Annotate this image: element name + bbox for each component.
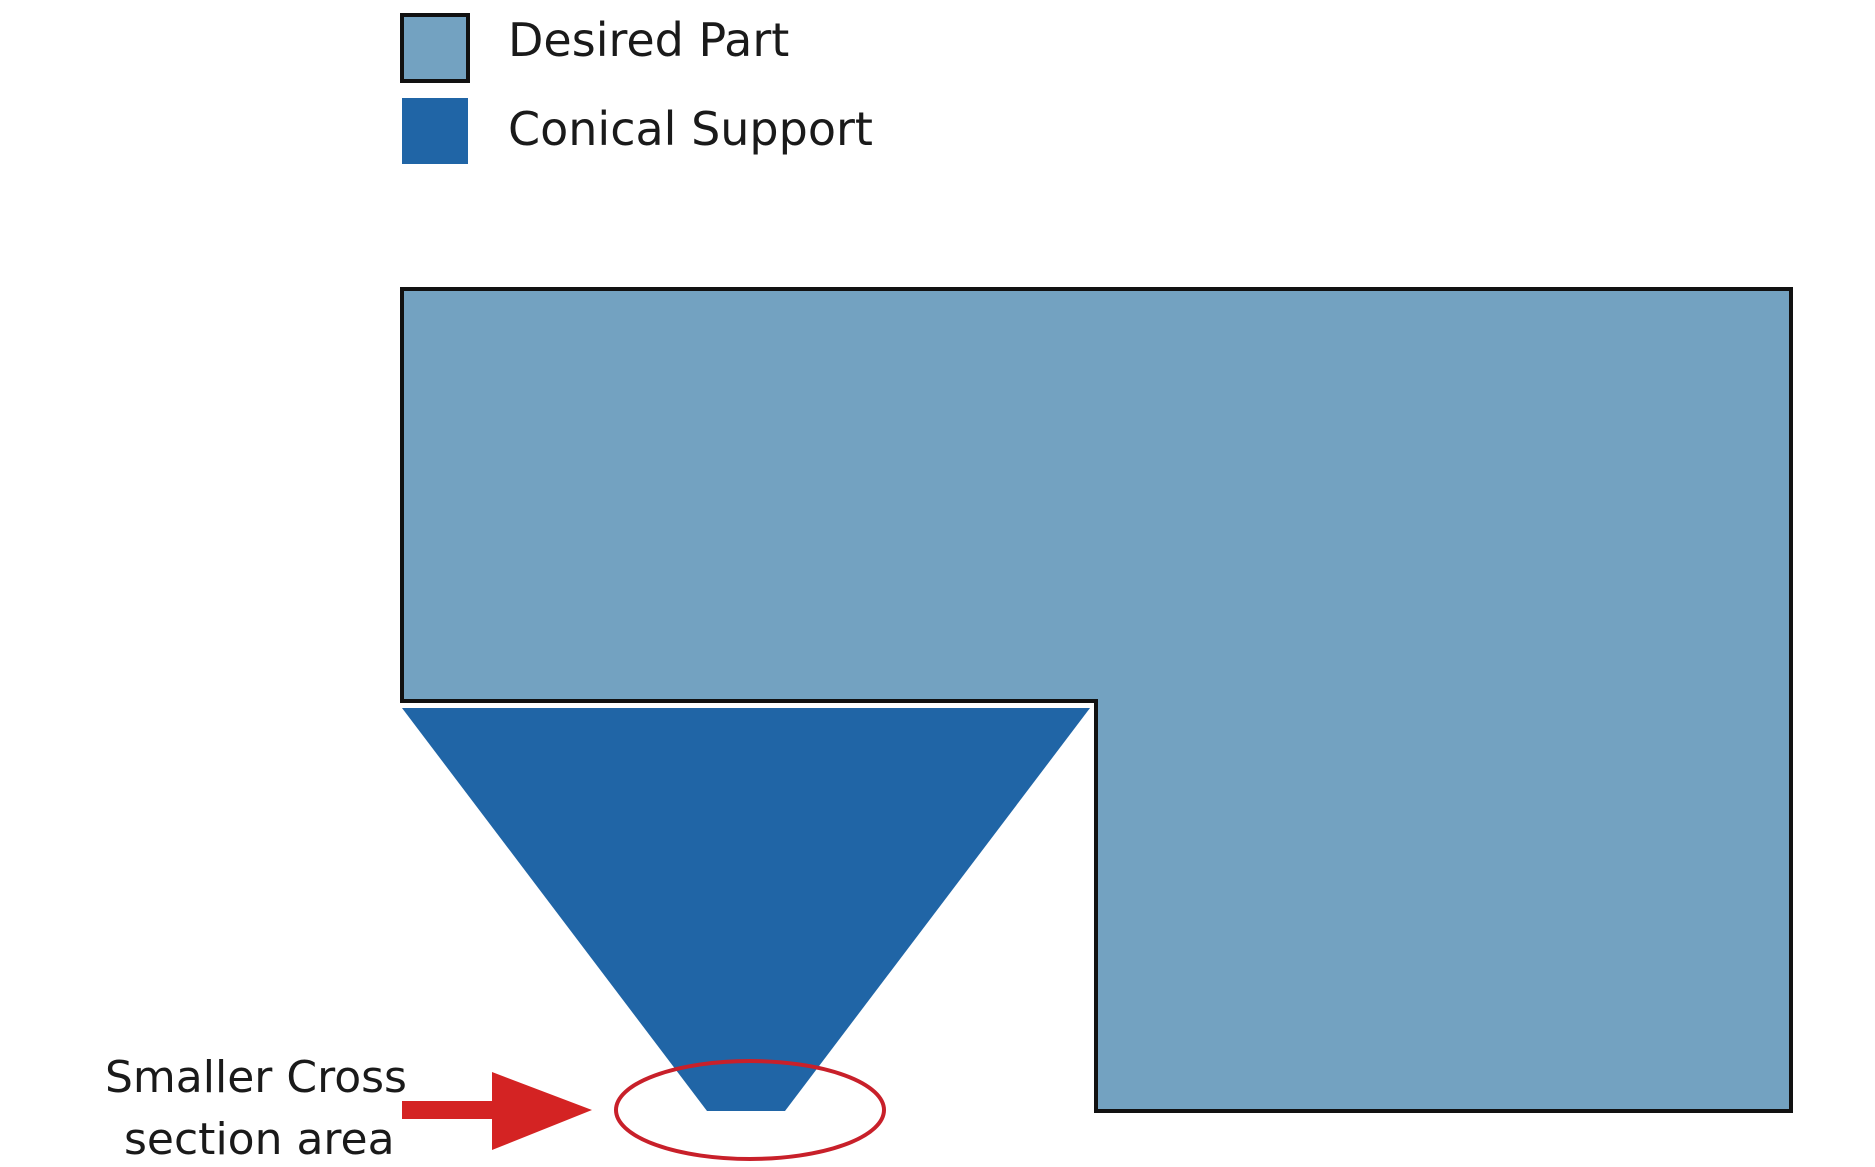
- arrow-shaft: [402, 1101, 512, 1119]
- legend-label-desired-part: Desired Part: [508, 13, 789, 67]
- conical-support-shape: [402, 708, 1090, 1111]
- legend-swatch-conical-support: [402, 98, 468, 164]
- annotation-line-1: Smaller Cross: [105, 1052, 407, 1103]
- annotation-line-2: section area: [124, 1114, 395, 1165]
- highlight-ellipse: [614, 1059, 886, 1161]
- desired-part-shape: [400, 287, 1793, 1113]
- arrow-head: [492, 1072, 592, 1150]
- legend-label-conical-support: Conical Support: [508, 102, 873, 156]
- legend: Desired Part Conical Support: [400, 13, 873, 164]
- pointer-arrow: [402, 1072, 592, 1150]
- legend-swatch-desired-part: [400, 13, 470, 83]
